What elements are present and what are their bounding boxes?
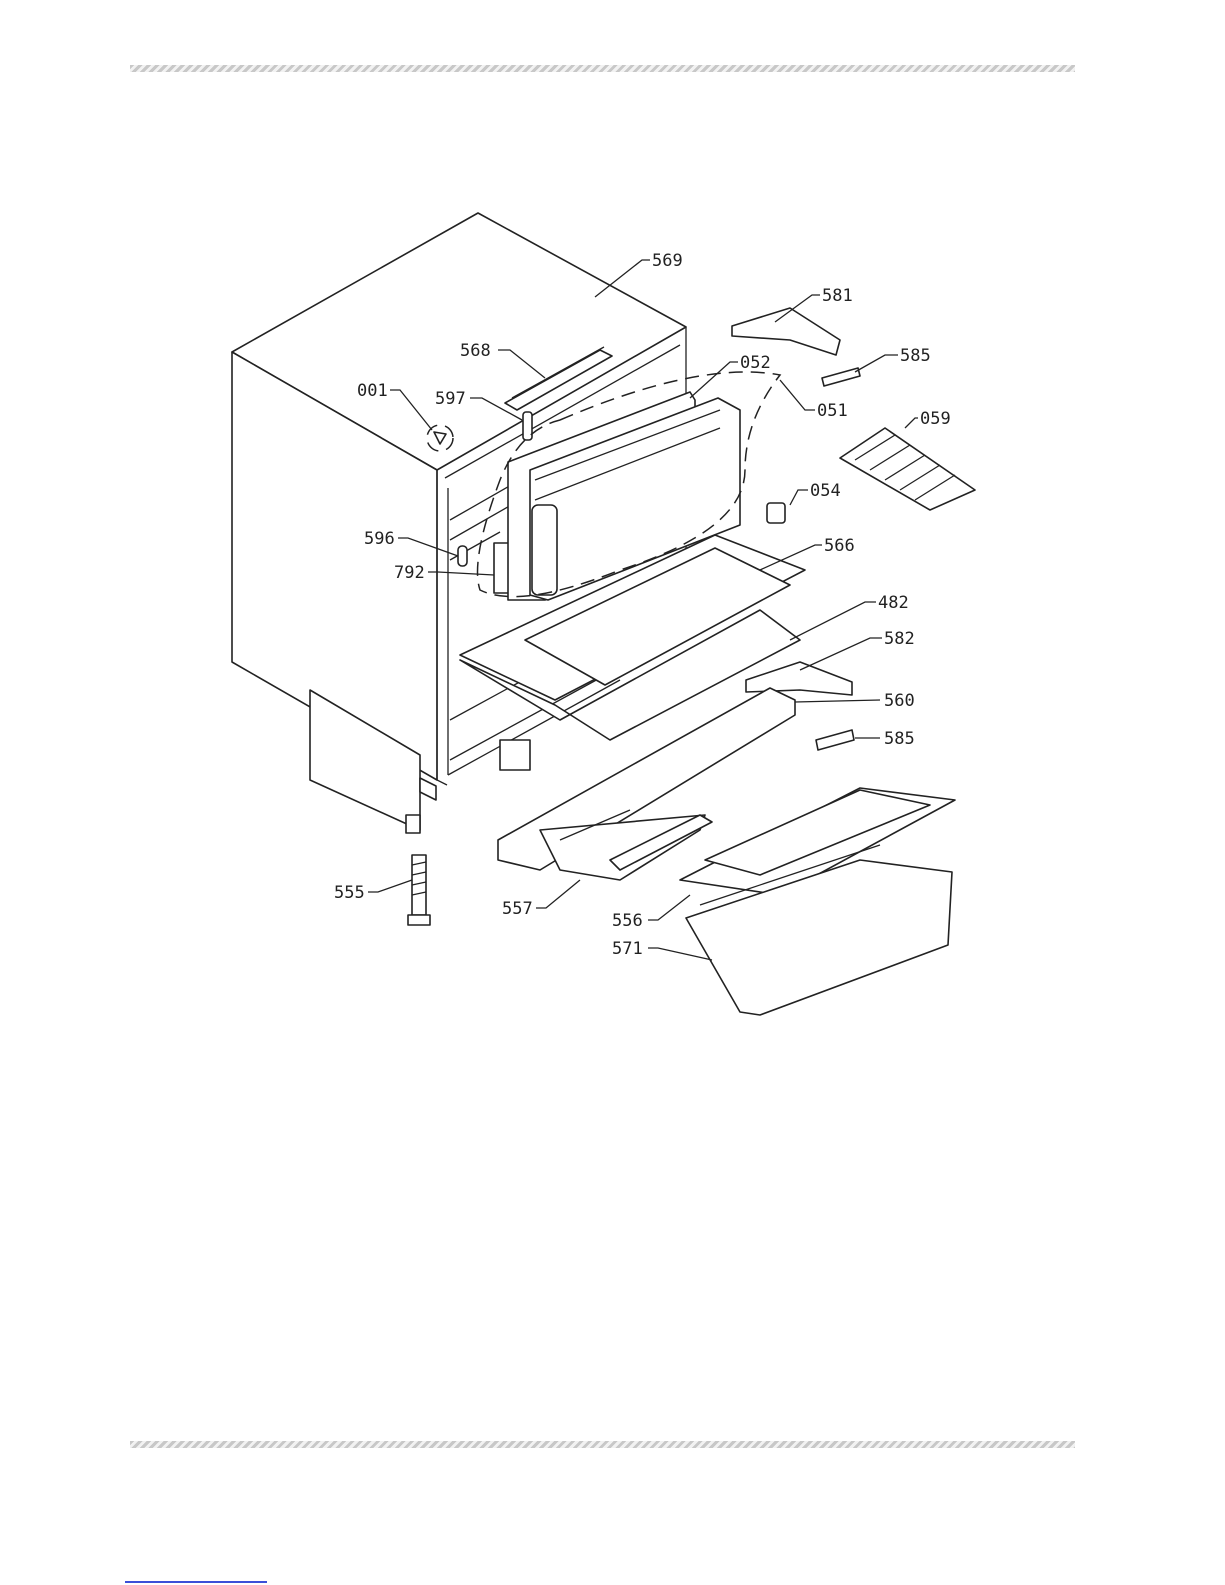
leader-lines <box>368 259 918 961</box>
label-792: 792 <box>394 563 425 583</box>
control-panel-560 <box>497 687 796 871</box>
label-482: 482 <box>878 593 909 613</box>
label-585-top: 585 <box>900 346 931 366</box>
part-585-top <box>821 367 861 387</box>
bin-571 <box>685 859 953 1016</box>
label-571: 571 <box>612 939 643 959</box>
part-568 <box>504 349 613 411</box>
shelf-482 <box>459 609 801 741</box>
label-582: 582 <box>884 629 915 649</box>
part-557-tray <box>609 814 713 871</box>
part-054 <box>766 502 786 524</box>
label-059: 059 <box>920 409 951 429</box>
label-560: 560 <box>884 691 915 711</box>
freezer-door-052 <box>507 391 741 601</box>
bottom-link[interactable] <box>125 1581 267 1583</box>
part-585-bottom <box>815 729 855 751</box>
hinge-581 <box>731 307 841 356</box>
label-568: 568 <box>460 341 491 361</box>
footer-rule <box>130 1441 1075 1448</box>
label-001: 001 <box>357 381 388 401</box>
label-054: 054 <box>810 481 841 501</box>
label-052: 052 <box>740 353 771 373</box>
hinge-582 <box>745 661 853 696</box>
label-557: 557 <box>502 899 533 919</box>
label-566: 566 <box>824 536 855 556</box>
header-rule <box>130 65 1075 72</box>
label-585-bottom: 585 <box>884 729 915 749</box>
label-596: 596 <box>364 529 395 549</box>
label-569: 569 <box>652 251 683 271</box>
label-556: 556 <box>612 911 643 931</box>
ice-tray-059 <box>839 427 976 511</box>
part-597 <box>522 411 533 441</box>
cabinet-569 <box>231 212 687 834</box>
label-555: 555 <box>334 883 365 903</box>
foot-555 <box>407 854 431 926</box>
label-051: 051 <box>817 401 848 421</box>
dashed-freezer-outline <box>476 371 782 598</box>
part-596 <box>457 545 468 567</box>
label-597: 597 <box>435 389 466 409</box>
label-581: 581 <box>822 286 853 306</box>
part-001 <box>426 424 454 452</box>
